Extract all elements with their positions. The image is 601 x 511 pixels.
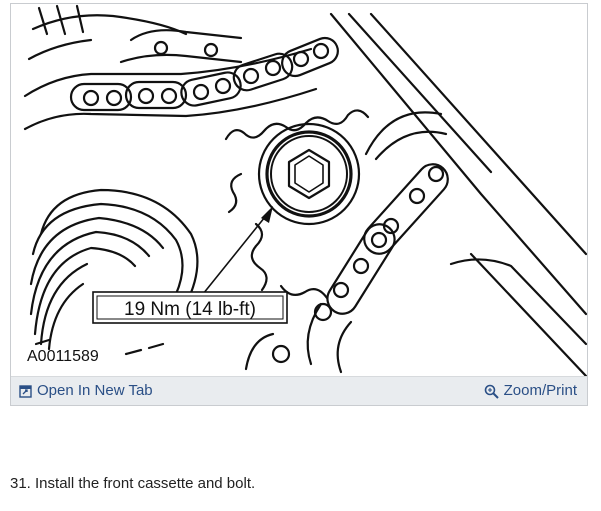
figure-card: 19 Nm (14 lb-ft) A0011589 Open In New Ta… (10, 3, 588, 406)
figure-toolbar: Open In New Tab Zoom/Print (11, 376, 587, 405)
open-in-new-tab-link[interactable]: Open In New Tab (19, 382, 153, 400)
zoom-print-label: Zoom/Print (503, 382, 577, 399)
technical-illustration: 19 Nm (14 lb-ft) A0011589 (11, 4, 587, 376)
timing-chain-line-art: 19 Nm (14 lb-ft) A0011589 (23, 4, 587, 376)
magnifier-icon (484, 384, 499, 399)
torque-callout: 19 Nm (14 lb-ft) (124, 299, 256, 320)
open-in-new-tab-label: Open In New Tab (37, 382, 153, 399)
step-instruction: 31. Install the front cassette and bolt. (10, 475, 256, 492)
open-new-tab-icon (19, 384, 32, 398)
figure-id: A0011589 (27, 348, 99, 365)
zoom-print-link[interactable]: Zoom/Print (484, 382, 577, 400)
